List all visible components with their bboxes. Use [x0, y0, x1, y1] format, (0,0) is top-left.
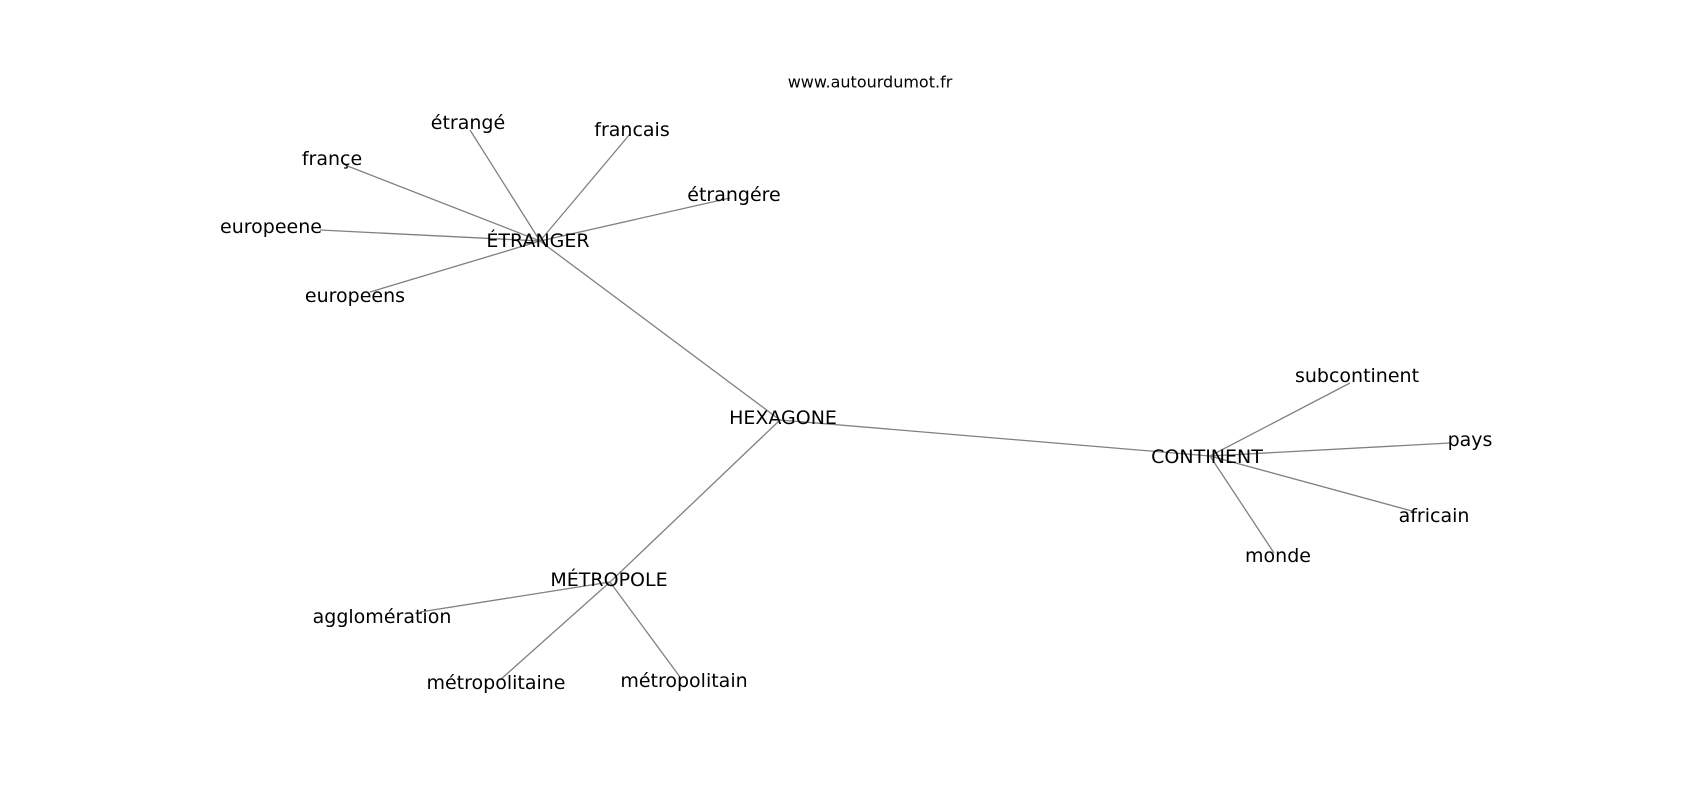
edge-etranger-francais: [539, 133, 631, 242]
node-subcontinent: subcontinent: [1295, 365, 1419, 387]
edge-metropole-agglomeration: [419, 581, 611, 613]
node-hexagone: HEXAGONE: [729, 407, 837, 429]
edge-etranger-europeene: [319, 229, 541, 242]
edge-continent-africain: [1209, 455, 1413, 512]
node-monde: monde: [1245, 545, 1311, 567]
edge-etranger-europeens: [369, 240, 541, 293]
graph-edges: [319, 129, 1451, 681]
node-metropole: MÉTROPOLE: [550, 568, 667, 591]
edge-etranger-etrangere: [539, 197, 731, 242]
edge-continent-pays: [1209, 442, 1451, 457]
node-europeene: europeene: [220, 216, 322, 238]
node-france: françe: [302, 148, 362, 170]
node-europeens: europeens: [305, 285, 405, 307]
node-pays: pays: [1448, 429, 1493, 451]
watermark: www.autourdumot.fr: [788, 73, 953, 92]
edge-hexagone-etranger: [539, 240, 781, 421]
edge-metropole-metropolitain: [609, 581, 681, 678]
node-metropolitain: métropolitain: [620, 670, 747, 692]
edge-hexagone-continent: [779, 419, 1211, 457]
edge-hexagone-metropole: [609, 419, 781, 583]
edge-continent-monde: [1209, 455, 1275, 554]
graph-nodes: HEXAGONE ÉTRANGER CONTINENT MÉTROPOLE étrang…: [220, 112, 1492, 694]
edge-continent-subcontinent: [1209, 382, 1351, 457]
node-metropolitaine: métropolitaine: [426, 672, 565, 694]
edge-etranger-france: [344, 164, 541, 242]
edge-etranger-etrange: [469, 129, 541, 242]
node-etranger: ÉTRANGER: [486, 229, 589, 252]
node-continent: CONTINENT: [1151, 446, 1263, 468]
node-francais: francais: [594, 119, 669, 141]
node-etrange: étrangé: [431, 112, 505, 134]
edge-metropole-metropolitaine: [499, 581, 611, 681]
node-africain: africain: [1399, 505, 1470, 527]
node-agglomeration: agglomération: [313, 606, 452, 628]
node-etrangere: étrangére: [687, 184, 780, 206]
